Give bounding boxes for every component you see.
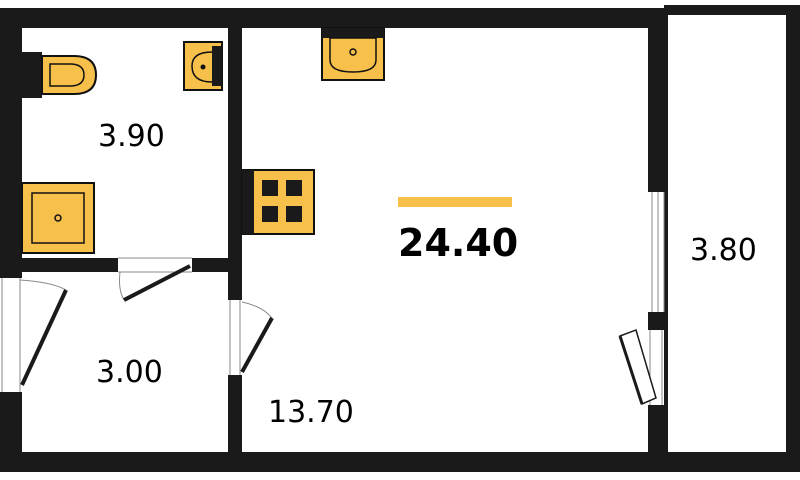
wall-partition-lower bbox=[228, 375, 242, 472]
wall-balcony-mid bbox=[648, 312, 668, 330]
balcony-wall-top bbox=[664, 5, 800, 15]
wall-top bbox=[0, 8, 668, 28]
hallway-area-label: 3.00 bbox=[96, 355, 163, 390]
door-swing-icon bbox=[229, 300, 274, 375]
toilet-icon bbox=[22, 52, 98, 98]
door-swing-icon bbox=[618, 329, 663, 406]
window-icon bbox=[651, 192, 665, 312]
shower-tray-icon bbox=[21, 182, 95, 254]
wall-bath-hall-left bbox=[0, 258, 118, 272]
door-swing-icon bbox=[118, 257, 192, 302]
wall-left-upper bbox=[0, 8, 22, 278]
wall-balcony-lower bbox=[648, 405, 668, 472]
walls bbox=[0, 5, 800, 472]
bathroom-area-label: 3.90 bbox=[98, 119, 165, 154]
balcony-wall-left bbox=[664, 5, 668, 472]
stove-icon bbox=[241, 169, 315, 235]
door-swing-icon bbox=[1, 278, 68, 392]
wall-left-lower bbox=[0, 392, 22, 472]
main-room-area-label: 13.70 bbox=[268, 395, 354, 430]
balcony-wall-right bbox=[786, 5, 800, 472]
accent-bar bbox=[398, 197, 512, 207]
wall-partition-stub bbox=[228, 278, 242, 300]
wall-balcony-upper bbox=[648, 8, 668, 192]
sink-icon bbox=[321, 27, 385, 81]
sink-icon bbox=[183, 41, 223, 91]
wall-bottom bbox=[0, 452, 800, 472]
total-area-label: 24.40 bbox=[398, 221, 518, 265]
balcony-area-label: 3.80 bbox=[690, 233, 757, 268]
wall-bath-hall-right bbox=[192, 258, 242, 272]
wall-partition-upper bbox=[228, 8, 242, 278]
